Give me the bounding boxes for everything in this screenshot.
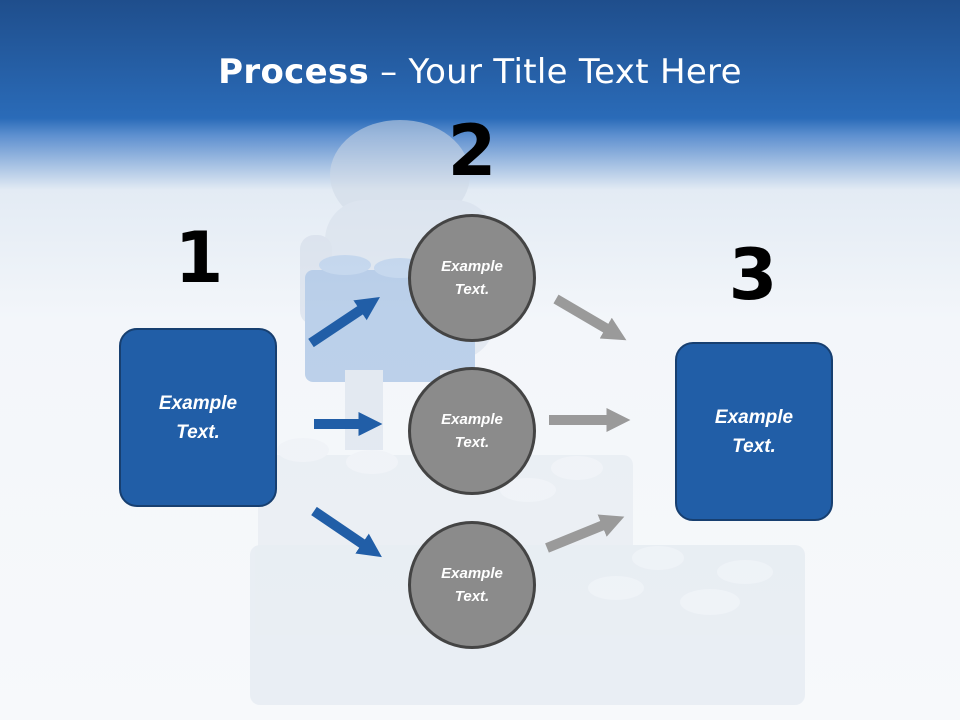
- arrow-gray-down: [553, 294, 627, 341]
- right-box-line1: Example: [714, 406, 794, 428]
- step-number-1: 1: [174, 217, 224, 299]
- left-text-box: Example Text.: [119, 328, 277, 507]
- circle-middle-line1: Example: [441, 411, 503, 428]
- circle-top-line2: Text.: [454, 281, 490, 298]
- circle-bottom-line2: Text.: [454, 588, 490, 605]
- right-box-line2: Text.: [732, 435, 776, 457]
- circle-top-line1: Example: [441, 258, 503, 275]
- title-bold: Process: [218, 52, 370, 92]
- step-number-2: 2: [447, 110, 497, 192]
- circle-top: Example Text.: [408, 214, 536, 342]
- left-box-line2: Text.: [176, 421, 220, 443]
- left-box-line1: Example: [158, 392, 238, 414]
- arrow-gray-up: [545, 514, 625, 553]
- arrow-blue-down: [311, 506, 382, 558]
- circle-bottom: Example Text.: [408, 521, 536, 649]
- circle-middle-line2: Text.: [454, 434, 490, 451]
- right-text-box: Example Text.: [675, 342, 833, 521]
- step-number-3: 3: [728, 234, 778, 316]
- circle-bottom-line1: Example: [441, 565, 503, 582]
- arrow-blue-up: [308, 297, 380, 348]
- title-rest: – Your Title Text Here: [369, 52, 742, 92]
- circle-middle: Example Text.: [408, 367, 536, 495]
- slide-title: Process – Your Title Text Here: [0, 52, 960, 92]
